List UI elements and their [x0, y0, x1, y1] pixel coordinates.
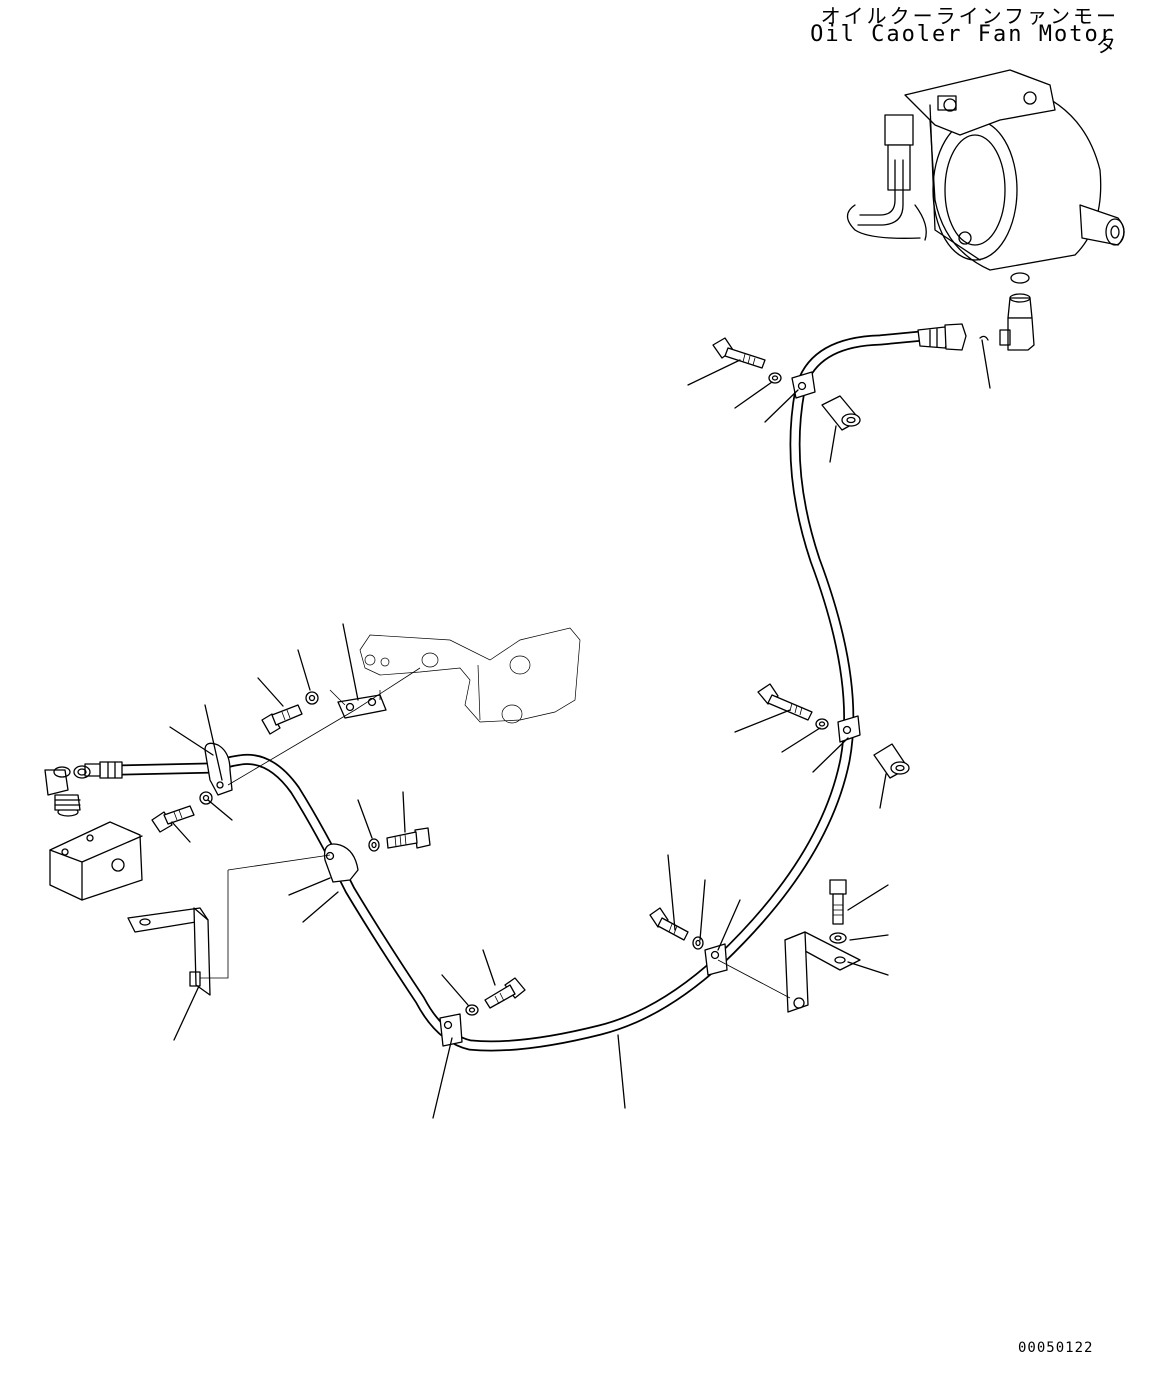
- leader-lines: [169, 339, 991, 1119]
- title-english: Oil Caoler Fan Motor: [810, 22, 1115, 47]
- l-brackets: [127, 907, 861, 1013]
- oil-cooler-fan-motor: [846, 69, 1125, 351]
- drawing-number: 00050122: [1018, 1340, 1094, 1356]
- valve-block: [44, 765, 143, 901]
- mounting-bracket-plate: [359, 627, 581, 724]
- spacers: [821, 395, 910, 779]
- title-japanese: オイルクーラインファンモータ: [820, 4, 1119, 57]
- bolts-and-washers: [151, 337, 847, 1016]
- clamps: [204, 371, 861, 1047]
- hydraulic-hose: [84, 323, 967, 1052]
